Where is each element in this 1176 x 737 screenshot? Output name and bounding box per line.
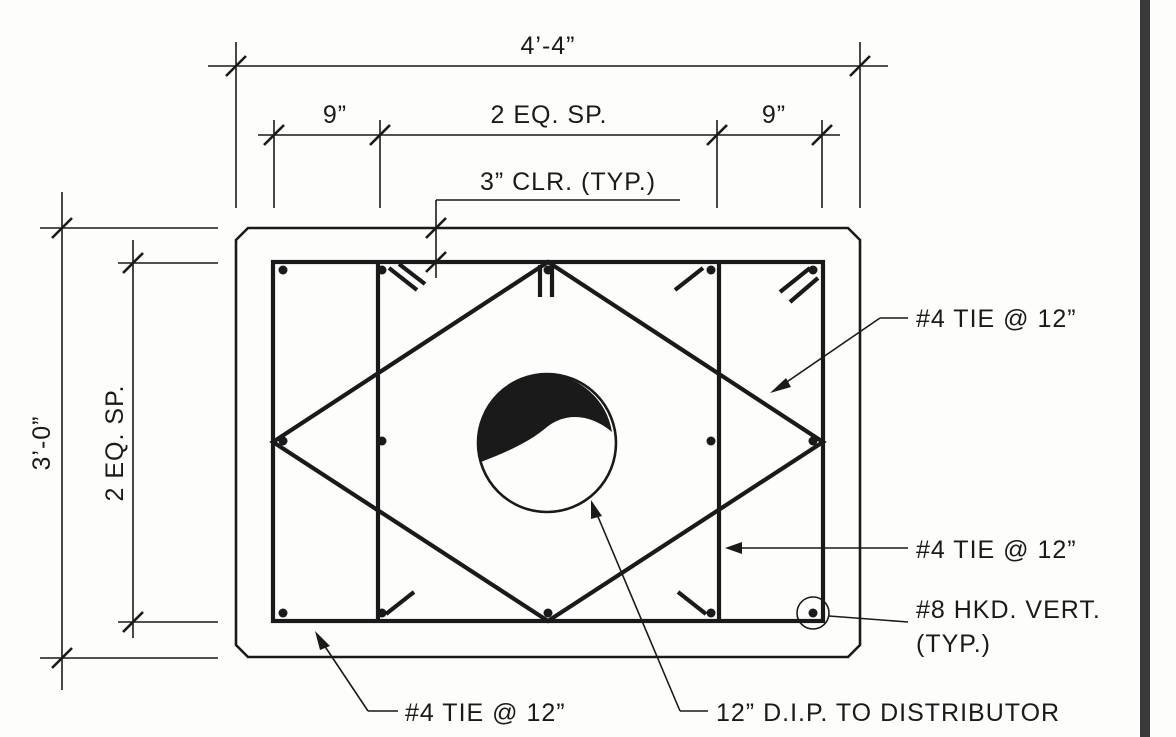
middle-spacing-label: 2 EQ. SP.	[491, 101, 608, 129]
pipe-leader	[591, 500, 708, 712]
overall-height-dimension	[40, 192, 218, 690]
tie-upper-label: #4 TIE @ 12”	[916, 305, 1077, 333]
right-edge-label: 9”	[762, 101, 786, 129]
sheet-border	[1140, 0, 1150, 737]
vertical-bar-label-line1: #8 HKD. VERT.	[916, 596, 1101, 624]
left-edge-label: 9”	[323, 101, 347, 129]
clearance-label: 3” CLR. (TYP.)	[480, 168, 656, 196]
concrete-outline	[234, 226, 862, 659]
bar-spacing-dimension	[258, 120, 840, 208]
tie-bottom-leader	[315, 631, 398, 712]
vertical-spacing-dimension	[118, 240, 218, 638]
overall-height-label: 3’-0”	[28, 415, 56, 470]
tie-bottom-label: #4 TIE @ 12”	[405, 699, 566, 727]
tie-upper-leader	[770, 317, 908, 393]
tie-hooks	[384, 262, 820, 616]
vertical-bars	[278, 265, 818, 618]
vertical-bar-label-line2: (TYP.)	[916, 630, 991, 658]
perimeter-tie	[270, 259, 826, 624]
vertical-spacing-label: 2 EQ. SP.	[101, 385, 129, 502]
tie-middle-leader	[725, 542, 908, 554]
tie-middle-label: #4 TIE @ 12”	[916, 536, 1077, 564]
vertical-bar-leader	[796, 596, 909, 630]
pipe-symbol	[476, 372, 618, 514]
overall-width-label: 4’-4”	[520, 32, 575, 60]
diamond-tie	[269, 259, 827, 624]
overall-width-dimension	[208, 42, 888, 208]
pipe-label: 12” D.I.P. TO DISTRIBUTOR	[716, 699, 1060, 727]
